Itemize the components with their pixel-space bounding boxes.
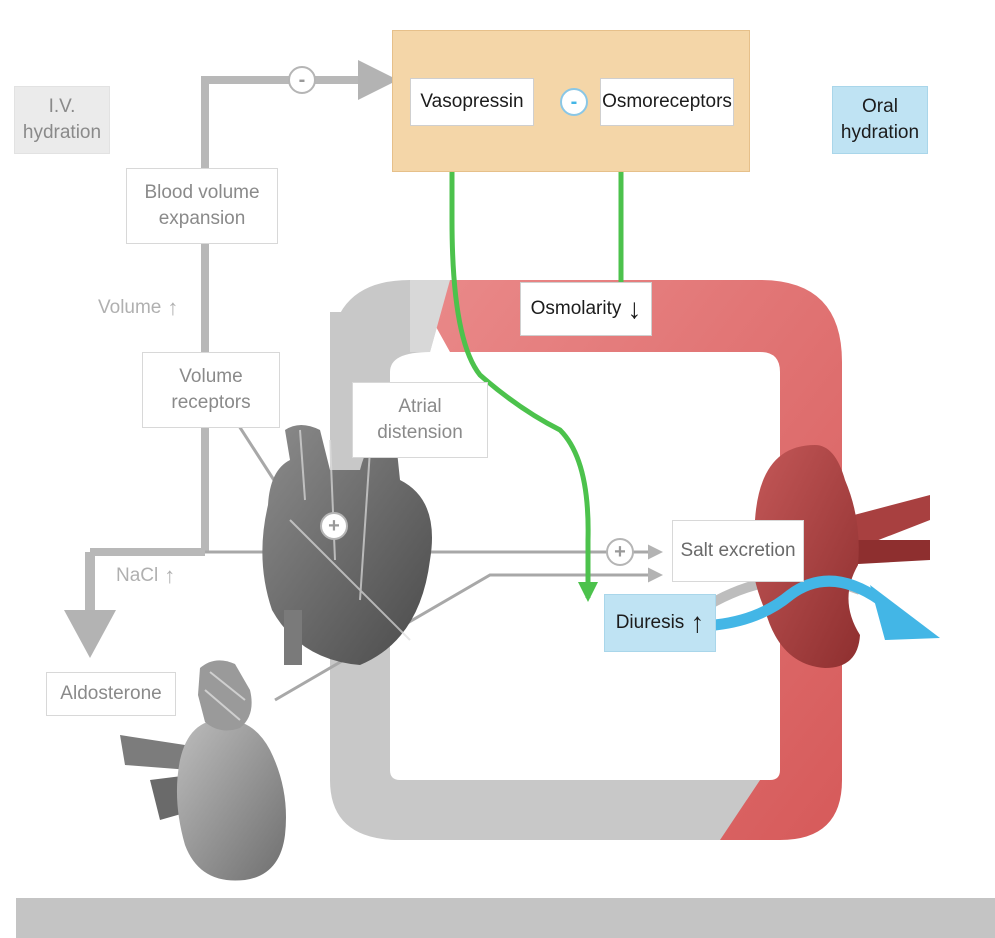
- diuresis-text: Diuresis: [616, 610, 685, 636]
- diuresis-label: Diuresis ↑: [604, 594, 716, 652]
- nacl-text: NaCl: [116, 565, 158, 587]
- arrow-up-icon: ↑: [167, 295, 178, 321]
- footer-bar: [16, 898, 995, 938]
- minus-sign-icon: -: [560, 88, 588, 116]
- blood-volume-expansion-label: Blood volume expansion: [126, 168, 278, 244]
- volume-change-label: Volume ↑: [98, 294, 178, 322]
- aldosterone-arrow-head: [64, 610, 116, 658]
- minus-sign-icon: -: [288, 66, 316, 94]
- arrow-up-icon: ↑: [690, 604, 704, 642]
- volume-receptors-label: Volume receptors: [142, 352, 280, 428]
- iv-hydration-label: I.V. hydration: [14, 86, 110, 154]
- vasopressin-label: Vasopressin: [410, 78, 534, 126]
- oral-hydration-label: Oral hydration: [832, 86, 928, 154]
- volume-text: Volume: [98, 297, 161, 319]
- osmolarity-label: Osmolarity ↓: [520, 282, 652, 336]
- nacl-change-label: NaCl ↑: [116, 562, 175, 590]
- salt-excretion-label: Salt excretion: [672, 520, 804, 582]
- osmoreceptors-label: Osmoreceptors: [600, 78, 734, 126]
- plus-sign-icon: +: [606, 538, 634, 566]
- aldosterone-label: Aldosterone: [46, 672, 176, 716]
- osmolarity-text: Osmolarity: [531, 296, 622, 322]
- arrow-down-icon: ↓: [627, 290, 641, 328]
- arrow-up-icon: ↑: [164, 563, 175, 589]
- atrial-distension-label: Atrial distension: [352, 382, 488, 458]
- vasopressin-path: [452, 128, 588, 598]
- plus-sign-icon: +: [320, 512, 348, 540]
